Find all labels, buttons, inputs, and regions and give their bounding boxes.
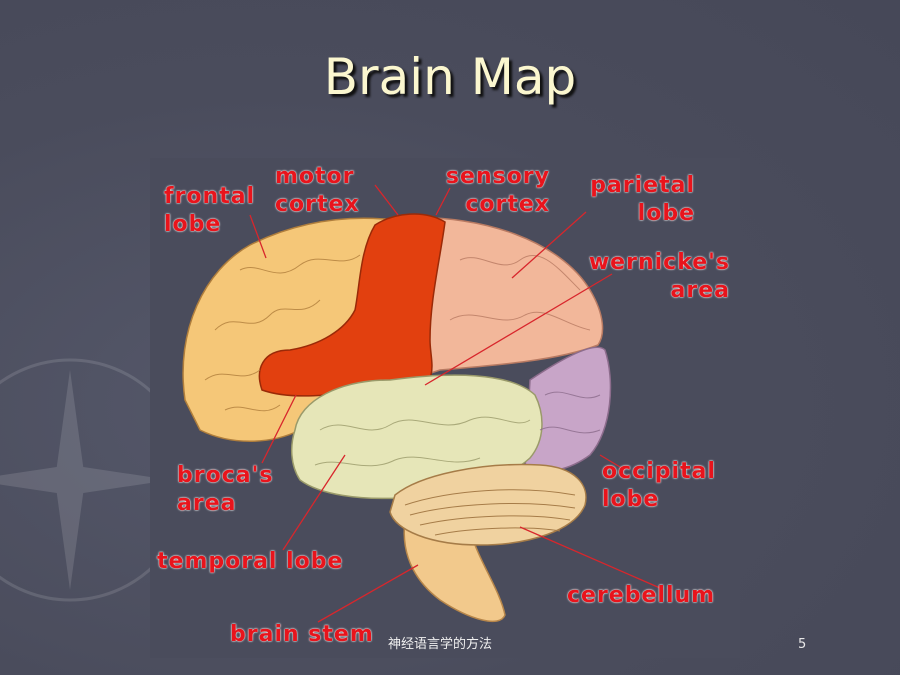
brocas-area-label-line2: area xyxy=(177,491,237,516)
brocas-area-leader xyxy=(261,394,297,464)
sensory-cortex-label-line1: sensory xyxy=(445,164,550,189)
wernickes-area-label: wernicke's area xyxy=(565,249,730,305)
slide-title: Brain Map xyxy=(323,48,577,106)
motor-cortex-label: motor cortex xyxy=(275,163,360,219)
motor-cortex-leader xyxy=(374,184,399,216)
motor-cortex-label-line2: cortex xyxy=(275,192,360,217)
frontal-lobe-label-line2: lobe xyxy=(164,212,222,237)
occipital-lobe-label-line1: occipital xyxy=(602,459,716,484)
sensory-cortex-leader xyxy=(435,187,451,216)
footer-text: 神经语言学的方法 xyxy=(388,637,493,652)
sensory-cortex-label-line2: cortex xyxy=(465,192,550,217)
frontal-lobe-label: frontal lobe xyxy=(164,183,255,239)
occipital-lobe-label-line2: lobe xyxy=(602,487,660,512)
wernickes-area-leader xyxy=(424,273,613,386)
parietal-lobe-region xyxy=(409,217,604,382)
compass-watermark xyxy=(0,358,192,602)
cerebellum-leader xyxy=(519,526,661,589)
brocas-area-label: broca's area xyxy=(177,462,273,518)
wernickes-area-label-line2: area xyxy=(670,278,730,303)
cerebellum-label: cerebellum xyxy=(567,583,716,608)
temporal-lobe-leader xyxy=(282,454,346,551)
occipital-lobe-leader xyxy=(599,454,626,471)
parietal-lobe-label-line2: lobe xyxy=(637,201,695,226)
parietal-lobe-leader xyxy=(511,211,587,279)
occipital-lobe-label: occipital lobe xyxy=(602,458,716,514)
motor-cortex-label-line1: motor xyxy=(275,164,355,189)
brain-stem-leader xyxy=(317,564,419,623)
parietal-lobe-label: parietal lobe xyxy=(575,172,695,228)
parietal-lobe-label-line1: parietal xyxy=(590,173,695,198)
frontal-lobe-leader xyxy=(249,214,267,259)
brain-stem-label: brain stem xyxy=(230,622,374,647)
frontal-lobe-label-line1: frontal xyxy=(164,184,256,209)
brain-stem-region xyxy=(403,519,506,623)
wernickes-area-label-line1: wernicke's xyxy=(588,250,730,275)
sensory-cortex-label: sensory cortex xyxy=(425,163,550,219)
page-number: 5 xyxy=(798,637,807,652)
cerebellum-region xyxy=(389,463,587,546)
brocas-area-label-line1: broca's xyxy=(177,463,274,488)
temporal-lobe-label: temporal lobe xyxy=(157,549,344,574)
brain-diagram xyxy=(150,158,740,658)
